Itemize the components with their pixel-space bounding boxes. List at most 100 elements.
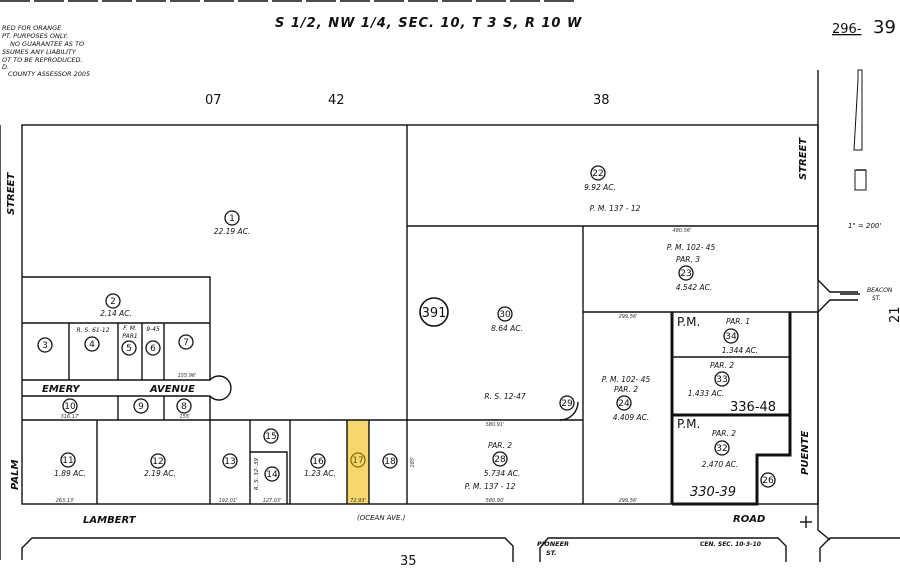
parcel-number: 13 [224,457,235,467]
parcel-1[interactable]: 122.19 AC. [214,210,251,236]
street-edges [0,70,900,562]
parcel-number: 16 [312,457,324,467]
parcel-area: 1.89 AC. [54,469,86,478]
parcel-number: 12 [152,457,163,467]
parcel-number: 23 [680,269,691,279]
adjacent-page-07: 07 [205,93,222,108]
record-ref: 9-45 [146,326,160,333]
parcel-7[interactable]: 7 [178,334,194,350]
parcel-13[interactable]: 13 [222,453,238,469]
parcel-number: 3 [42,341,48,351]
street-label-emery: EMERY [42,384,81,395]
record-ref: P. M. 102- 45 [667,243,716,252]
parcel-par: PAR. 1 [726,317,750,326]
dimensions: 580.91' 580.90' 263.13' 192.01' 127.03' … [56,228,692,504]
parcel-15[interactable]: 15 [263,428,279,444]
street-label-palm: PALM [10,459,21,490]
book-number: 391 [422,306,447,321]
parcel-17[interactable]: 17 [350,452,366,468]
parcel-10[interactable]: 10 [62,398,78,414]
parcel-18[interactable]: 18 [382,453,398,469]
book-label-336-48: 336-48 [730,400,776,415]
parcel-number: 10 [64,402,76,412]
disclaimer-line: NO GUARANTEE AS TO [10,40,84,48]
record-ref: R. S. 61-12 [76,327,109,334]
parcel-5[interactable]: 5F. M.PAR1 [121,325,138,356]
parcel-2[interactable]: 22.14 AC. [100,293,132,318]
dimension: 580.90' [486,498,505,504]
parcel-number: 7 [183,338,189,348]
parcel-8[interactable]: 8 [176,398,192,414]
parcel-area: 1.23 AC. [304,469,336,478]
parcel-number: 33 [716,375,727,385]
parcel-number: 24 [618,399,630,409]
street-label-road: ROAD [733,514,765,525]
dimension: 127.03' [263,498,282,504]
book-391[interactable]: 391 [419,297,449,327]
street-label-pioneer-st: ST. [546,549,556,557]
record-ref: R. S. 32- 39 [254,457,260,490]
disclaimer-line: SSUMES ANY LIABILITY [2,48,77,56]
scale-label: 1" = 200' [848,222,881,230]
street-label-right: STREET [798,137,809,180]
record-ref: P. M. 137 - 12 [590,204,641,213]
adjacent-page-38: 38 [593,93,610,108]
parcel-number: 15 [265,432,276,442]
street-label-puente: PUENTE [800,431,811,475]
disclaimer-line: PT. PURPOSES ONLY. [2,32,68,40]
parcel-number: 32 [716,444,727,454]
parcel-11[interactable]: 11 1.89 AC. [54,452,86,478]
dimension: 480.56' [673,228,692,234]
parcel-number: 28 [494,455,506,465]
parcel-12[interactable]: 122.19 AC. [144,453,176,478]
street-label-beacon: BEACON [867,287,893,294]
dimension: 580.91' [486,422,505,428]
street-label-pioneer: PIONEER [537,540,569,548]
parcel-16[interactable]: 16 1.23 AC. [304,453,336,478]
parcel-area: 1.344 AC. [722,346,759,355]
parcel-3[interactable]: 3 [37,337,53,353]
street-label-ocean-ave: (OCEAN AVE.) [357,514,406,522]
parcel-lines [21,124,819,506]
parcel-number: 11 [62,456,73,466]
parcel-14[interactable]: 14 R. S. 32- 39 [254,457,280,490]
parcel-number: 18 [384,457,396,467]
dimension: 316.17' [61,414,80,420]
disclaimer-line: D. [2,63,9,71]
parcel-6[interactable]: 6 9-45 [145,326,161,356]
parcel-4[interactable]: 4 R. S. 61-12 [76,327,110,352]
page-prefix: 296- [832,22,862,37]
map-title: S 1/2, NW 1/4, SEC. 10, T 3 S, R 10 W [275,16,582,31]
parcel-number: 14 [266,470,278,480]
parcel-area: 4.409 AC. [613,413,650,422]
parcel-30[interactable]: 308.64 AC. [491,306,523,333]
parcel-29[interactable]: 29R. S. 12-47 [484,392,575,411]
dimension: 155.96' [178,373,197,379]
parcel-number: 4 [89,340,95,350]
section-center-label: CEN. SEC. 10-3-10 [700,541,761,548]
parcel-area: 1.433 AC. [688,389,725,398]
parcel-par: PAR. 3 [676,255,700,264]
adjacent-page-35: 35 [400,554,417,569]
parcel-17-highlight[interactable] [347,420,369,504]
parcel-26[interactable]: 26 [760,472,776,488]
dimension: 299.56' [619,498,638,504]
adjacent-page-21: 21 [888,306,900,323]
parcel-par: PAR. 2 [712,429,736,438]
north-arrow-icon [853,69,867,191]
parcel-22[interactable]: 229.92 AC.P. M. 137 - 12 [584,165,641,213]
record-ref: F. M. [123,325,137,332]
street-label-beacon-st: ST. [872,295,881,302]
parcel-9[interactable]: 9 [133,398,149,414]
dimension: 155' [180,414,191,420]
parcel-number: 6 [150,344,156,354]
record-ref: R. S. 12-47 [484,392,526,401]
page-number-value: 39 [873,17,896,38]
